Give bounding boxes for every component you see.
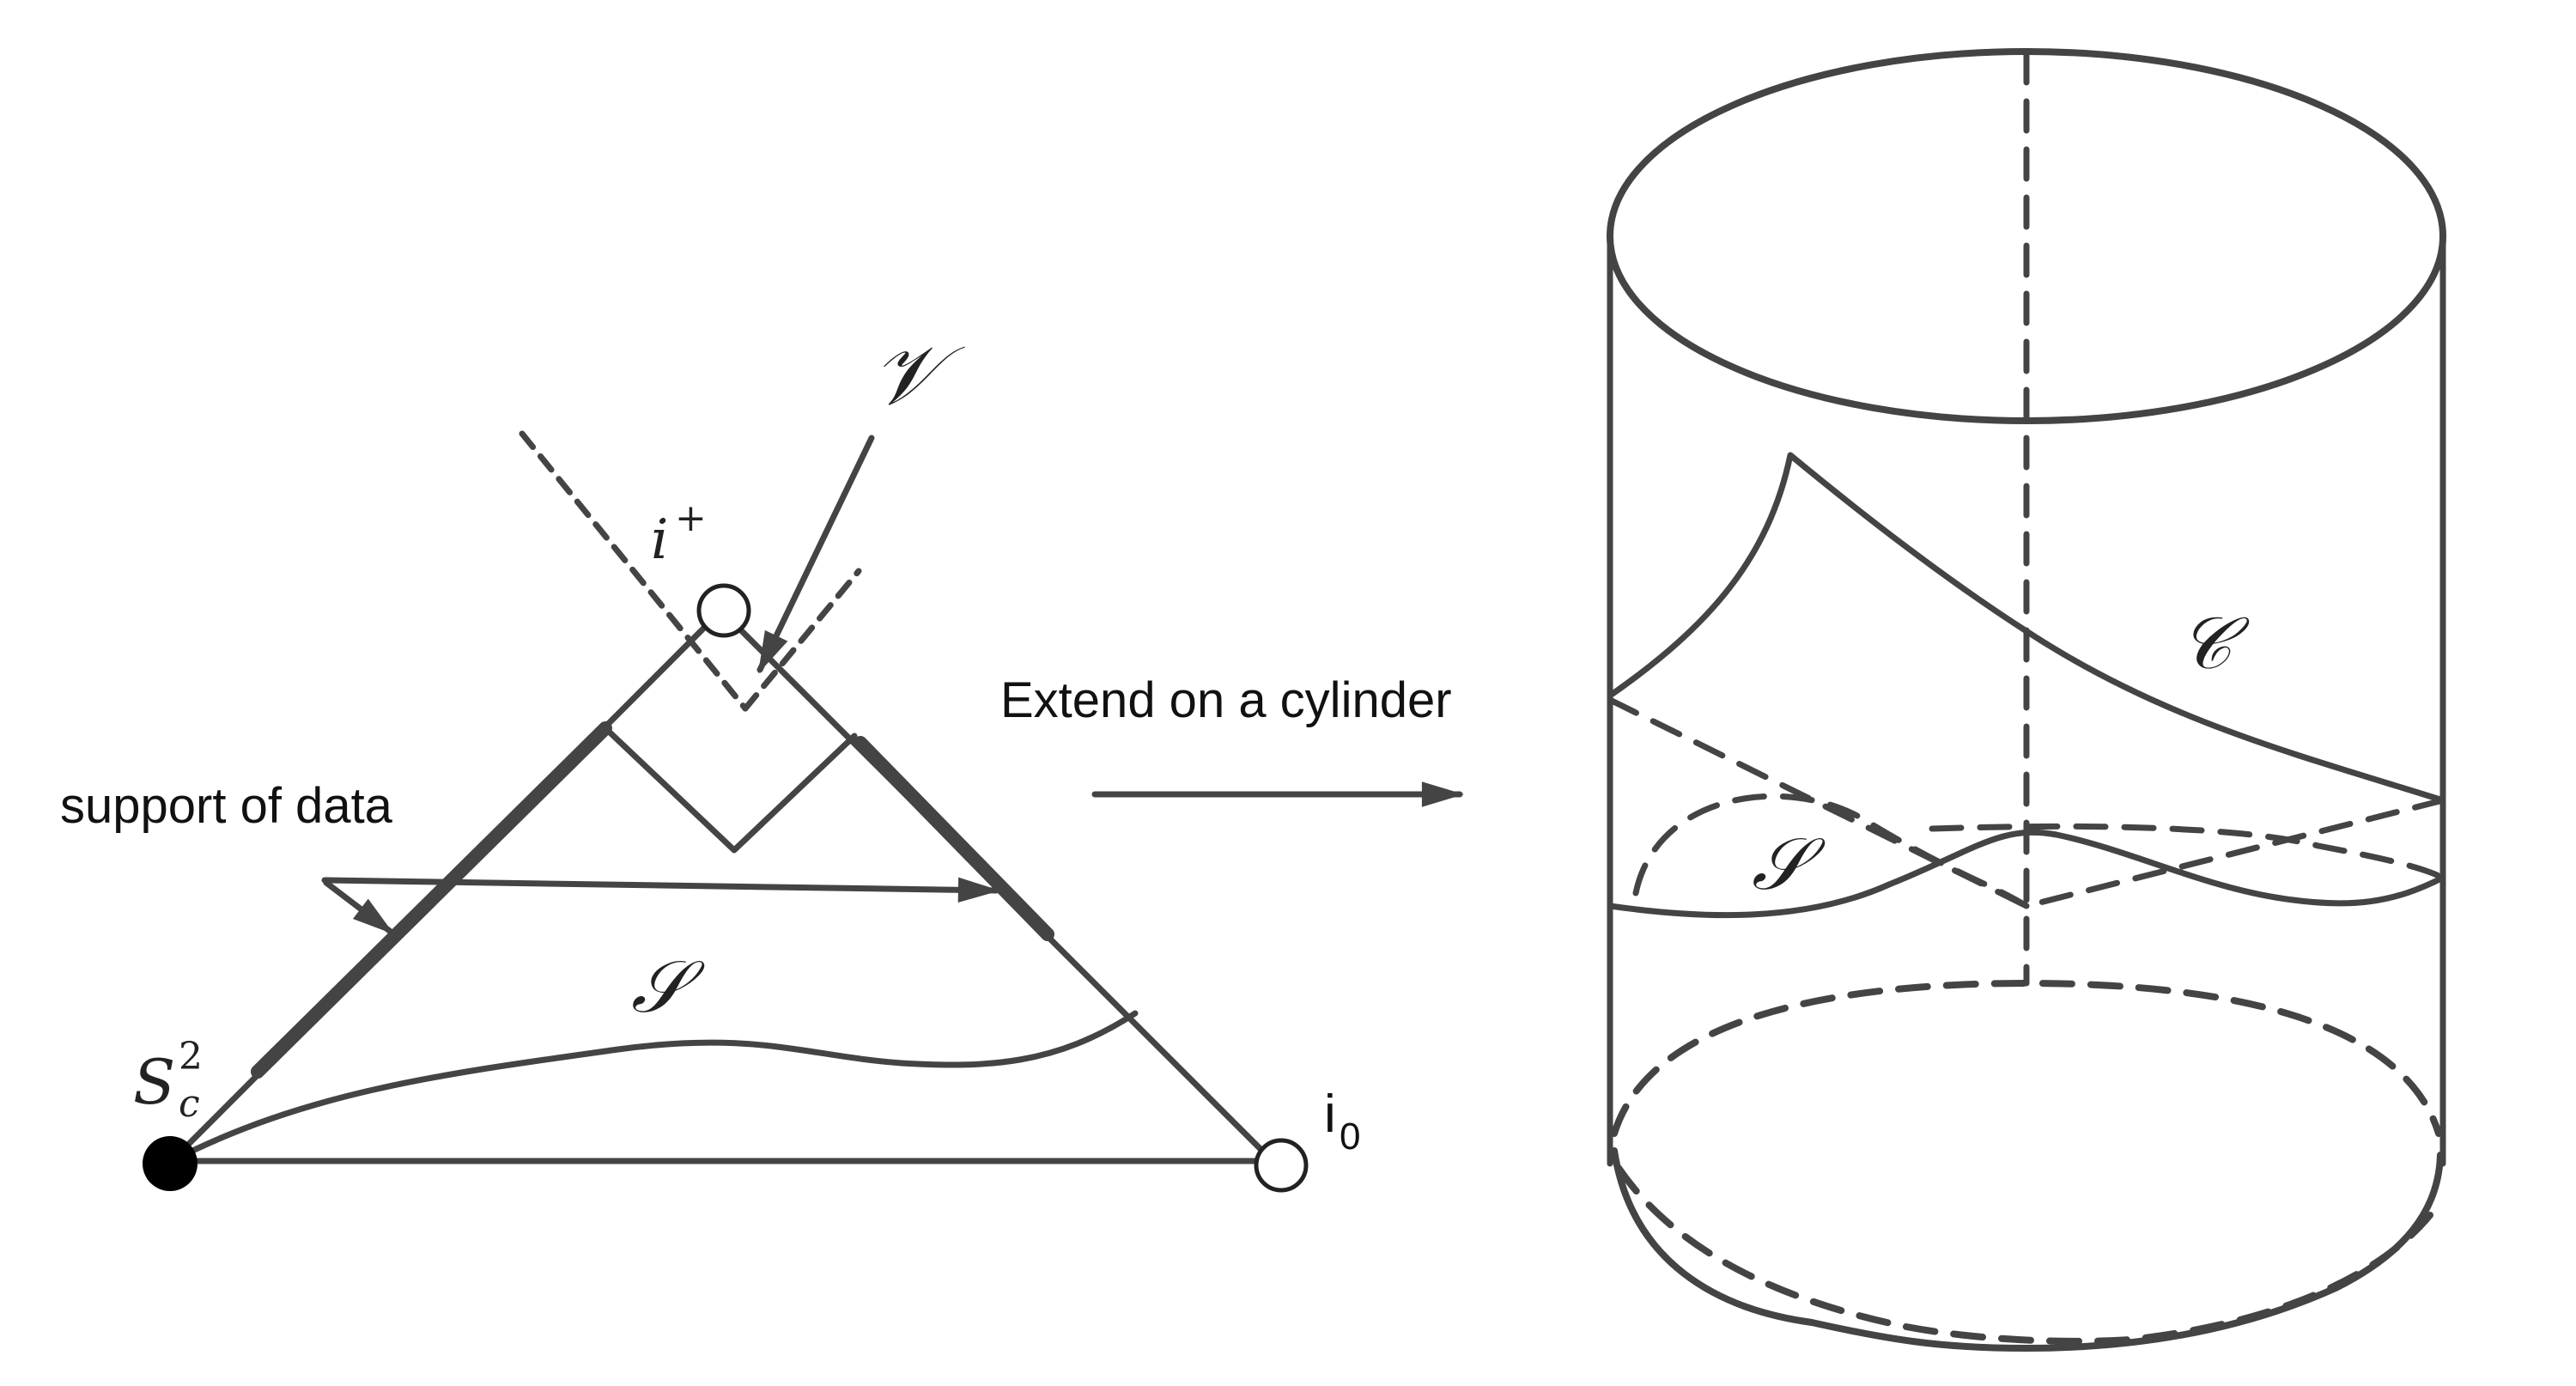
- open-point-icon-iplus: [696, 583, 751, 638]
- label-sc-sub: c: [179, 1082, 200, 1126]
- label-sc: S: [133, 1046, 175, 1118]
- s-curve-right: [1607, 829, 2446, 919]
- c-curve: [1607, 452, 2446, 804]
- support-segment-left: [251, 721, 612, 1079]
- label-extend-on-cylinder: Extend on a cylinder: [1000, 672, 1452, 728]
- data-short-arrow: [323, 879, 394, 935]
- dashed-cone-right: [742, 568, 862, 712]
- label-s-right: 𝒮: [1752, 822, 1826, 906]
- label-i0-sub: 0: [1340, 1115, 1360, 1158]
- data-transfer-arrow: [321, 877, 1000, 903]
- label-c: 𝒞: [2179, 601, 2250, 685]
- inner-diamond: [602, 725, 858, 854]
- cylinder-dashed-line-2: [1929, 823, 2446, 881]
- label-i-plus: i: [651, 508, 668, 572]
- middle-transition: Extend on a cylinder: [1000, 672, 1464, 807]
- filled-point-icon: [143, 1136, 197, 1191]
- label-v: 𝒱: [872, 327, 965, 423]
- label-s-left: 𝒮: [631, 945, 705, 1029]
- label-i-plus-sup: +: [675, 496, 707, 540]
- open-point-icon-i0: [1254, 1138, 1309, 1193]
- left-diagram: i + 𝒱 support of data 𝒮 S 2 c i 0: [60, 327, 1360, 1193]
- cylinder-bottom-front: [1611, 1147, 2444, 1352]
- cylinder-dashed-ellipse-back: [1632, 793, 2030, 909]
- cylinder-bottom-front-dashed: [1615, 1164, 2433, 1345]
- support-segment-right: [854, 736, 1054, 941]
- s-curve-left: [168, 1010, 1139, 1164]
- cylinder-diagram: 𝒞 𝒮: [1607, 48, 2446, 1352]
- dashed-cone-left: [519, 430, 749, 712]
- label-sc-sup: 2: [179, 1035, 203, 1079]
- cylinder-bottom-back-dashed: [1611, 980, 2442, 1137]
- label-support-of-data: support of data: [60, 778, 393, 834]
- label-i0: i: [1324, 1085, 1336, 1144]
- v-pointer-arrow: [756, 435, 875, 674]
